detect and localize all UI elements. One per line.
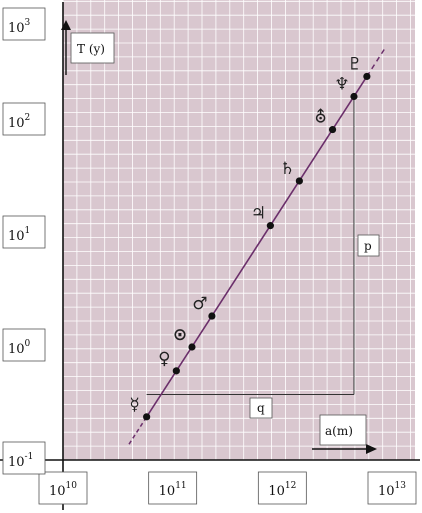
y-tick-label: 10-1 [8, 452, 33, 470]
slope-triangle [146, 96, 355, 395]
y-tick-label: 100 [8, 339, 31, 357]
data-point [143, 413, 151, 421]
x-tick-box [367, 471, 417, 505]
xlabel-box [319, 414, 367, 446]
data-point [363, 72, 371, 81]
y-tick-box [2, 7, 46, 41]
y-tick-box [2, 215, 46, 249]
earth-symbol: ⊙ [173, 325, 187, 345]
y-tick-box [2, 102, 46, 136]
plot-background [63, 0, 415, 460]
mars-symbol: ♂ [192, 294, 207, 314]
uranus-symbol: ⛢ [314, 108, 326, 128]
venus-symbol: ♀ [158, 349, 170, 369]
x-tick-label: 1012 [268, 481, 296, 499]
x-tick-box [148, 471, 198, 505]
x-tick-box [257, 471, 307, 505]
saturn-symbol: ♄ [280, 159, 295, 179]
x-tick-label: 1013 [378, 481, 406, 499]
data-point [328, 125, 337, 134]
grid-lines [62, 0, 415, 461]
x-tick-label: 1011 [159, 481, 187, 499]
data-point [188, 343, 196, 351]
data-point [266, 222, 274, 230]
y-tick-label: 102 [8, 113, 30, 131]
q-label-box [249, 397, 273, 419]
neptune-symbol: ♆ [334, 74, 349, 94]
x-arrow-head [366, 444, 377, 454]
p-label: p [364, 239, 372, 253]
data-point [172, 367, 180, 375]
fit-line [145, 75, 368, 418]
fit-line-extension-low [128, 416, 148, 445]
p-label-box [357, 234, 380, 257]
y-arrow-head [61, 20, 71, 30]
y-tick-labels: 10-1 100 101 102 103 [2, 7, 46, 475]
y-tick-box [2, 441, 46, 475]
data-point [295, 177, 303, 185]
x-tick-label: 1010 [49, 481, 77, 499]
x-tick-labels: 1010 1011 1012 1013 [38, 471, 417, 505]
xlabel: a(m) [325, 424, 353, 438]
q-label: q [257, 401, 265, 415]
pluto-symbol: ♇ [347, 54, 362, 74]
data-points: ☿ ♀⊙♂ ♃ ♄ ⛢ ♆♇ [129, 54, 371, 421]
x-tick-box [38, 471, 88, 505]
data-point [208, 312, 216, 320]
fit-line-group [128, 49, 385, 445]
ylabel-box [70, 32, 115, 64]
y-tick-label: 101 [8, 226, 30, 244]
jupiter-symbol: ♃ [251, 204, 266, 224]
y-tick-label: 103 [8, 18, 31, 36]
ylabel: T (y) [77, 42, 105, 56]
y-tick-box [2, 328, 46, 362]
mercury-symbol: ☿ [129, 395, 139, 415]
data-point [350, 92, 358, 101]
axis-labels: T (y) a(m) q p [70, 32, 380, 446]
